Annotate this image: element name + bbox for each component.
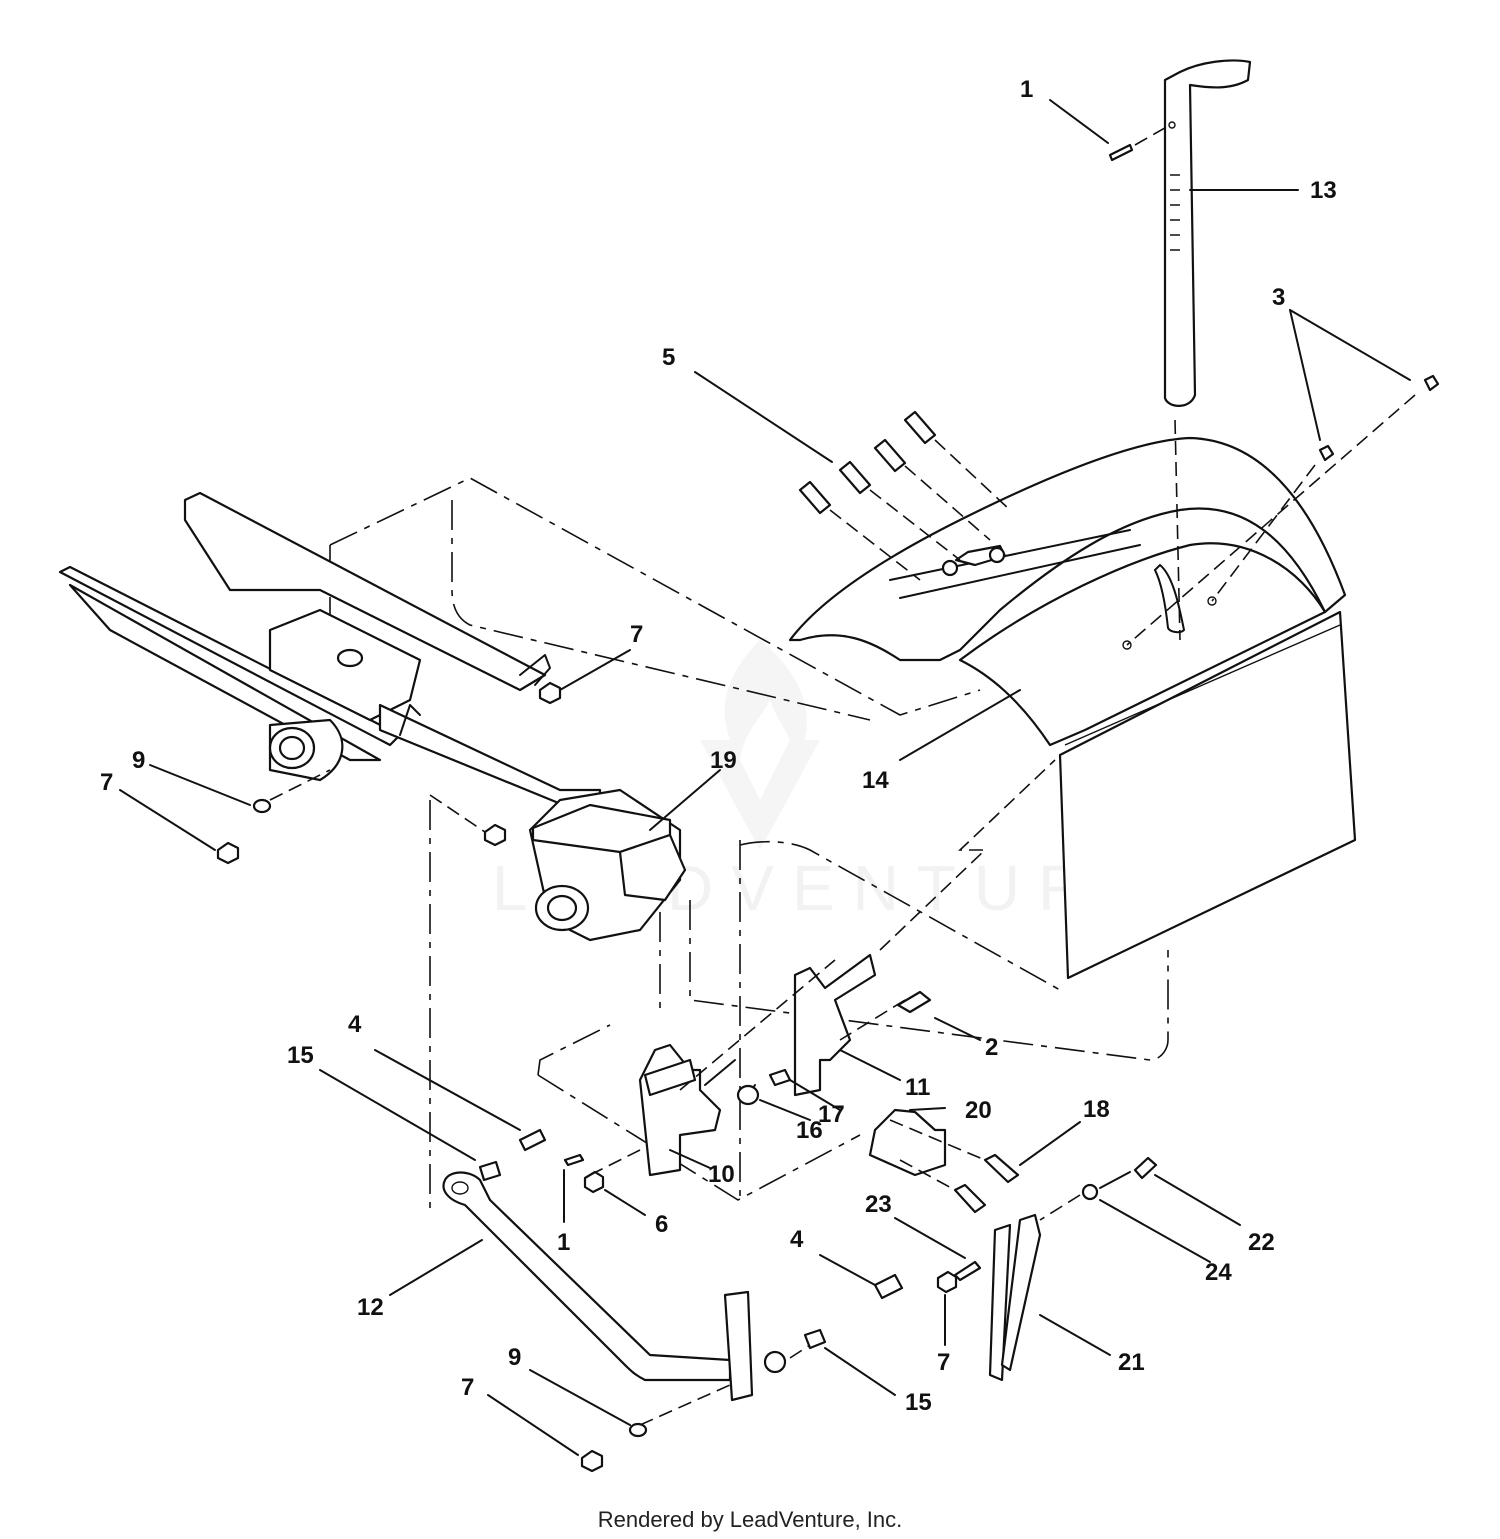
callout-12: 12 [357, 1294, 384, 1321]
bracket-20 [868, 1108, 1020, 1214]
callout-6: 6 [655, 1211, 668, 1238]
depth-bar [1163, 59, 1252, 641]
callout-4-upper: 4 [348, 1011, 362, 1038]
callout-24: 24 [1205, 1259, 1232, 1286]
callout-21: 21 [1118, 1349, 1145, 1376]
callout-22: 22 [1248, 1229, 1275, 1256]
callout-5: 5 [662, 344, 675, 371]
callout-7-upper: 7 [630, 621, 643, 648]
leader-lines [119, 99, 1411, 1456]
callout-15-lower: 15 [905, 1389, 932, 1416]
callout-15-upper: 15 [287, 1042, 314, 1069]
tine-shaft-assembly [58, 491, 687, 942]
callout-19: 19 [710, 747, 737, 774]
callout-labels: 1 13 3 5 7 9 7 19 14 4 15 2 11 20 17 16 … [100, 76, 1337, 1416]
hardware-upper [798, 124, 1440, 646]
callout-3: 3 [1272, 284, 1285, 311]
callout-13: 13 [1310, 177, 1337, 204]
callout-7-left: 7 [100, 769, 113, 796]
callout-16: 16 [796, 1117, 823, 1144]
callout-7-lower: 7 [461, 1374, 474, 1401]
depth-plates [936, 1156, 1158, 1382]
callout-7-mid: 7 [937, 1349, 950, 1376]
callout-18: 18 [1083, 1096, 1110, 1123]
brackets [638, 759, 1056, 1177]
callout-9-left: 9 [132, 747, 145, 774]
callout-10: 10 [708, 1161, 735, 1188]
nuts-upper [216, 681, 562, 865]
callout-1-lower: 1 [557, 1229, 570, 1256]
tine-shield [788, 436, 1357, 980]
link-rod [442, 1128, 904, 1473]
callout-2: 2 [985, 1034, 998, 1061]
callout-14: 14 [862, 767, 889, 794]
callout-9-lower: 9 [508, 1344, 521, 1371]
callout-23: 23 [865, 1191, 892, 1218]
callout-11: 11 [905, 1074, 930, 1101]
footer-credit: Rendered by LeadVenture, Inc. [597, 1507, 903, 1532]
callout-4-lower: 4 [790, 1226, 804, 1253]
callout-17: 17 [818, 1101, 845, 1128]
callout-20: 20 [965, 1097, 992, 1124]
callout-1-top: 1 [1020, 76, 1033, 103]
